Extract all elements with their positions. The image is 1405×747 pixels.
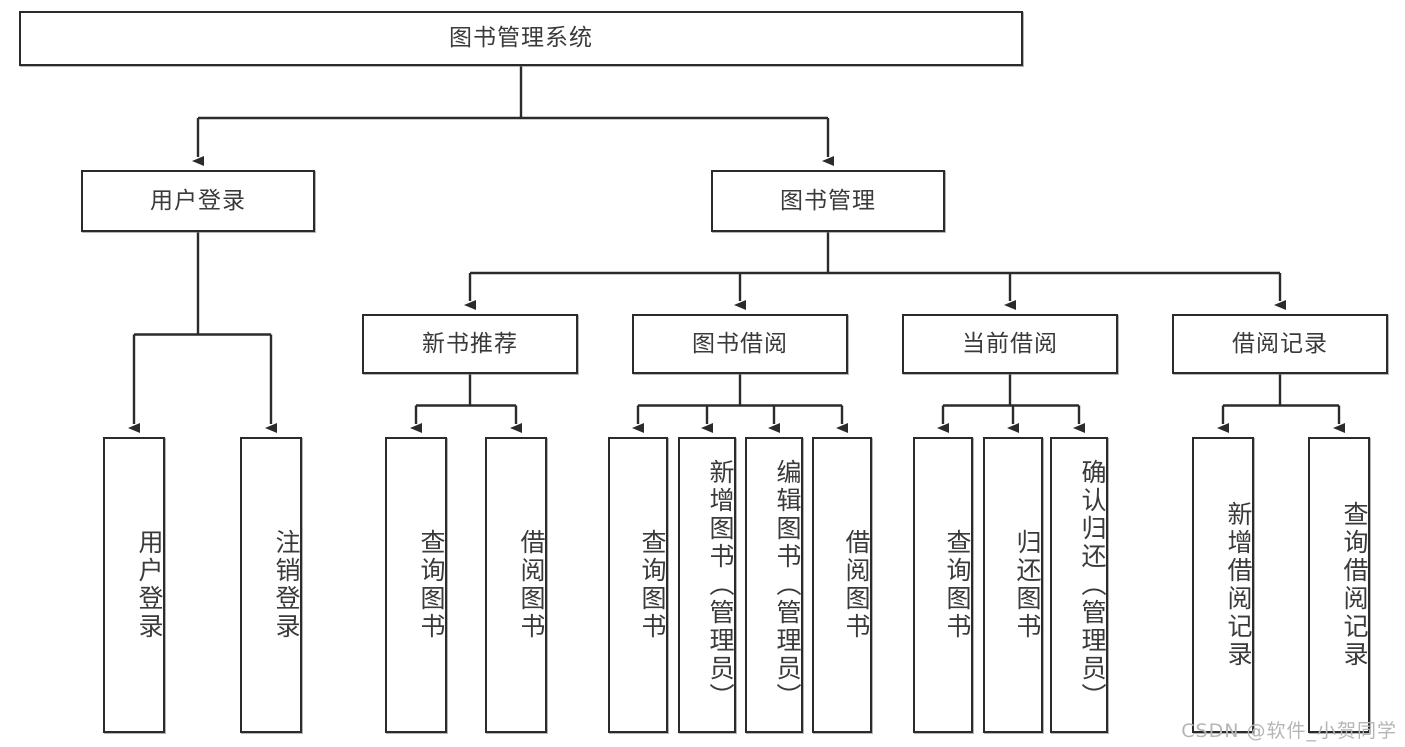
node-root-label: 图书管理系统 — [449, 25, 593, 51]
node-leaf-rec-query-label: 查询图书 — [417, 529, 446, 641]
node-leaf-bor-borrow[interactable]: 借阅图书 — [812, 437, 872, 733]
node-leaf-cur-return[interactable]: 归还图书 — [983, 437, 1043, 733]
node-leaf-bor-add-label: 新增图书（管理员） — [706, 459, 735, 711]
node-leaf-bor-edit[interactable]: 编辑图书（管理员） — [745, 437, 803, 733]
node-leaf-rec-borrow-label: 借阅图书 — [517, 529, 546, 641]
node-leaf-rec-query2-label: 查询借阅记录 — [1340, 501, 1369, 669]
node-leaf-rec-query[interactable]: 查询图书 — [385, 437, 447, 733]
node-book-admin-label: 图书管理 — [780, 187, 876, 214]
node-user-login[interactable]: 用户登录 — [81, 170, 315, 232]
node-book-borrow-label: 图书借阅 — [692, 330, 788, 357]
node-current-borrow-label: 当前借阅 — [962, 330, 1058, 357]
node-new-book-rec[interactable]: 新书推荐 — [362, 314, 578, 374]
node-leaf-cur-return-label: 归还图书 — [1013, 529, 1042, 641]
node-leaf-rec-query2[interactable]: 查询借阅记录 — [1308, 437, 1370, 733]
node-leaf-user-logout[interactable]: 注销登录 — [240, 437, 302, 733]
node-user-login-label: 用户登录 — [150, 187, 246, 214]
node-leaf-user-logout-label: 注销登录 — [272, 529, 301, 641]
node-leaf-cur-confirm[interactable]: 确认归还（管理员） — [1050, 437, 1108, 733]
node-leaf-rec-add[interactable]: 新增借阅记录 — [1192, 437, 1254, 733]
node-leaf-cur-query-label: 查询图书 — [943, 529, 972, 641]
node-root[interactable]: 图书管理系统 — [19, 11, 1023, 66]
node-leaf-bor-query-label: 查询图书 — [638, 529, 667, 641]
node-borrow-record-label: 借阅记录 — [1232, 330, 1328, 357]
node-leaf-rec-borrow[interactable]: 借阅图书 — [485, 437, 547, 733]
node-book-admin[interactable]: 图书管理 — [711, 170, 945, 232]
node-leaf-bor-query[interactable]: 查询图书 — [608, 437, 668, 733]
node-leaf-cur-confirm-label: 确认归还（管理员） — [1078, 459, 1107, 711]
node-new-book-rec-label: 新书推荐 — [422, 330, 518, 357]
node-leaf-cur-query[interactable]: 查询图书 — [913, 437, 973, 733]
node-leaf-user-login-label: 用户登录 — [135, 529, 164, 641]
node-leaf-bor-edit-label: 编辑图书（管理员） — [773, 459, 802, 711]
node-book-borrow[interactable]: 图书借阅 — [632, 314, 848, 374]
node-borrow-record[interactable]: 借阅记录 — [1172, 314, 1388, 374]
node-leaf-rec-add-label: 新增借阅记录 — [1224, 501, 1253, 669]
node-leaf-bor-borrow-label: 借阅图书 — [842, 529, 871, 641]
node-leaf-user-login[interactable]: 用户登录 — [103, 437, 165, 733]
csdn-watermark: CSDN @软件_小贺同学 — [1181, 720, 1397, 742]
node-current-borrow[interactable]: 当前借阅 — [902, 314, 1118, 374]
node-leaf-bor-add[interactable]: 新增图书（管理员） — [678, 437, 736, 733]
